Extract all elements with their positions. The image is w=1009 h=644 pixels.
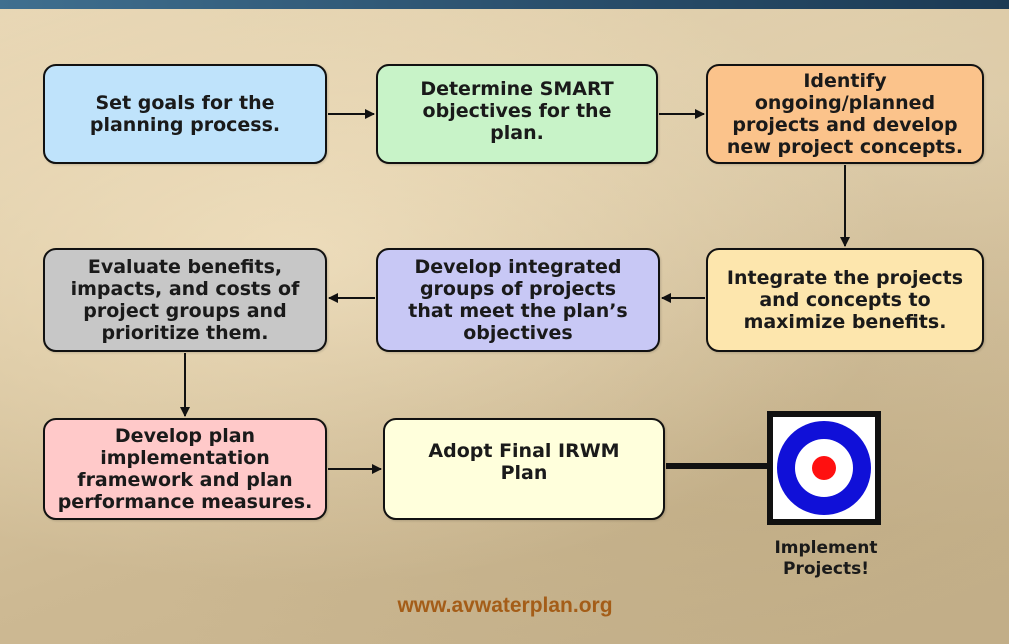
- step-implementation-framework: Develop plan implementation framework an…: [43, 418, 327, 520]
- step-evaluate-benefits: Evaluate benefits, impacts, and costs of…: [43, 248, 327, 352]
- step-text-line: Plan: [500, 462, 548, 484]
- step-integrated-groups: Develop integrated groups of projects th…: [376, 248, 660, 352]
- step-text-line: Develop plan: [114, 425, 256, 447]
- step-identify-projects: Identify ongoing/planned projects and de…: [706, 64, 984, 164]
- step-text-line: that meet the plan’s: [408, 300, 628, 322]
- step-text-line: Evaluate benefits,: [87, 256, 283, 278]
- step-text-line: framework and plan: [77, 469, 293, 491]
- step-text-line: groups of projects: [419, 278, 617, 300]
- step-text-line: performance measures.: [57, 491, 313, 513]
- implement-projects-label: Implement Projects!: [740, 538, 912, 580]
- step-text-line: Integrate the projects: [726, 267, 964, 289]
- step-text-line: impacts, and costs of: [70, 278, 300, 300]
- step-text-line: maximize benefits.: [743, 311, 947, 333]
- step-text-line: Determine SMART: [420, 78, 614, 100]
- step-text-line: objectives for the: [422, 100, 612, 122]
- implement-line: Projects!: [783, 559, 869, 579]
- step-text-line: project groups and: [83, 300, 287, 322]
- target-background: [773, 417, 875, 519]
- step-text-line: implementation: [100, 447, 270, 469]
- target-bullseye: [812, 456, 836, 480]
- step-adopt-plan: Adopt Final IRWM Plan: [383, 418, 665, 520]
- website-url: www.avwaterplan.org: [397, 594, 613, 617]
- title-bar-strip: [0, 0, 1009, 9]
- step-text-line: prioritize them.: [101, 322, 269, 344]
- step-integrate-projects: Integrate the projects and concepts to m…: [706, 248, 984, 352]
- step-text-line: Develop integrated: [414, 256, 622, 278]
- step-text-line: plan.: [490, 122, 544, 144]
- step-text-line: Adopt Final IRWM: [428, 440, 620, 462]
- step-text-line: and concepts to: [759, 289, 931, 311]
- step-text-line: ongoing/planned: [754, 92, 936, 114]
- step-set-goals: Set goals for the planning process.: [43, 64, 327, 164]
- step-text-line: planning process.: [89, 114, 281, 136]
- step-text-line: Identify: [803, 70, 887, 92]
- step-smart-objectives: Determine SMART objectives for the plan.: [376, 64, 658, 164]
- step-text-line: new project concepts.: [726, 136, 964, 158]
- step-text-line: objectives: [463, 322, 573, 344]
- step-text-line: Set goals for the: [95, 92, 275, 114]
- step-text-line: projects and develop: [732, 114, 958, 136]
- implement-line: Implement: [774, 538, 878, 558]
- target-icon: [767, 411, 881, 525]
